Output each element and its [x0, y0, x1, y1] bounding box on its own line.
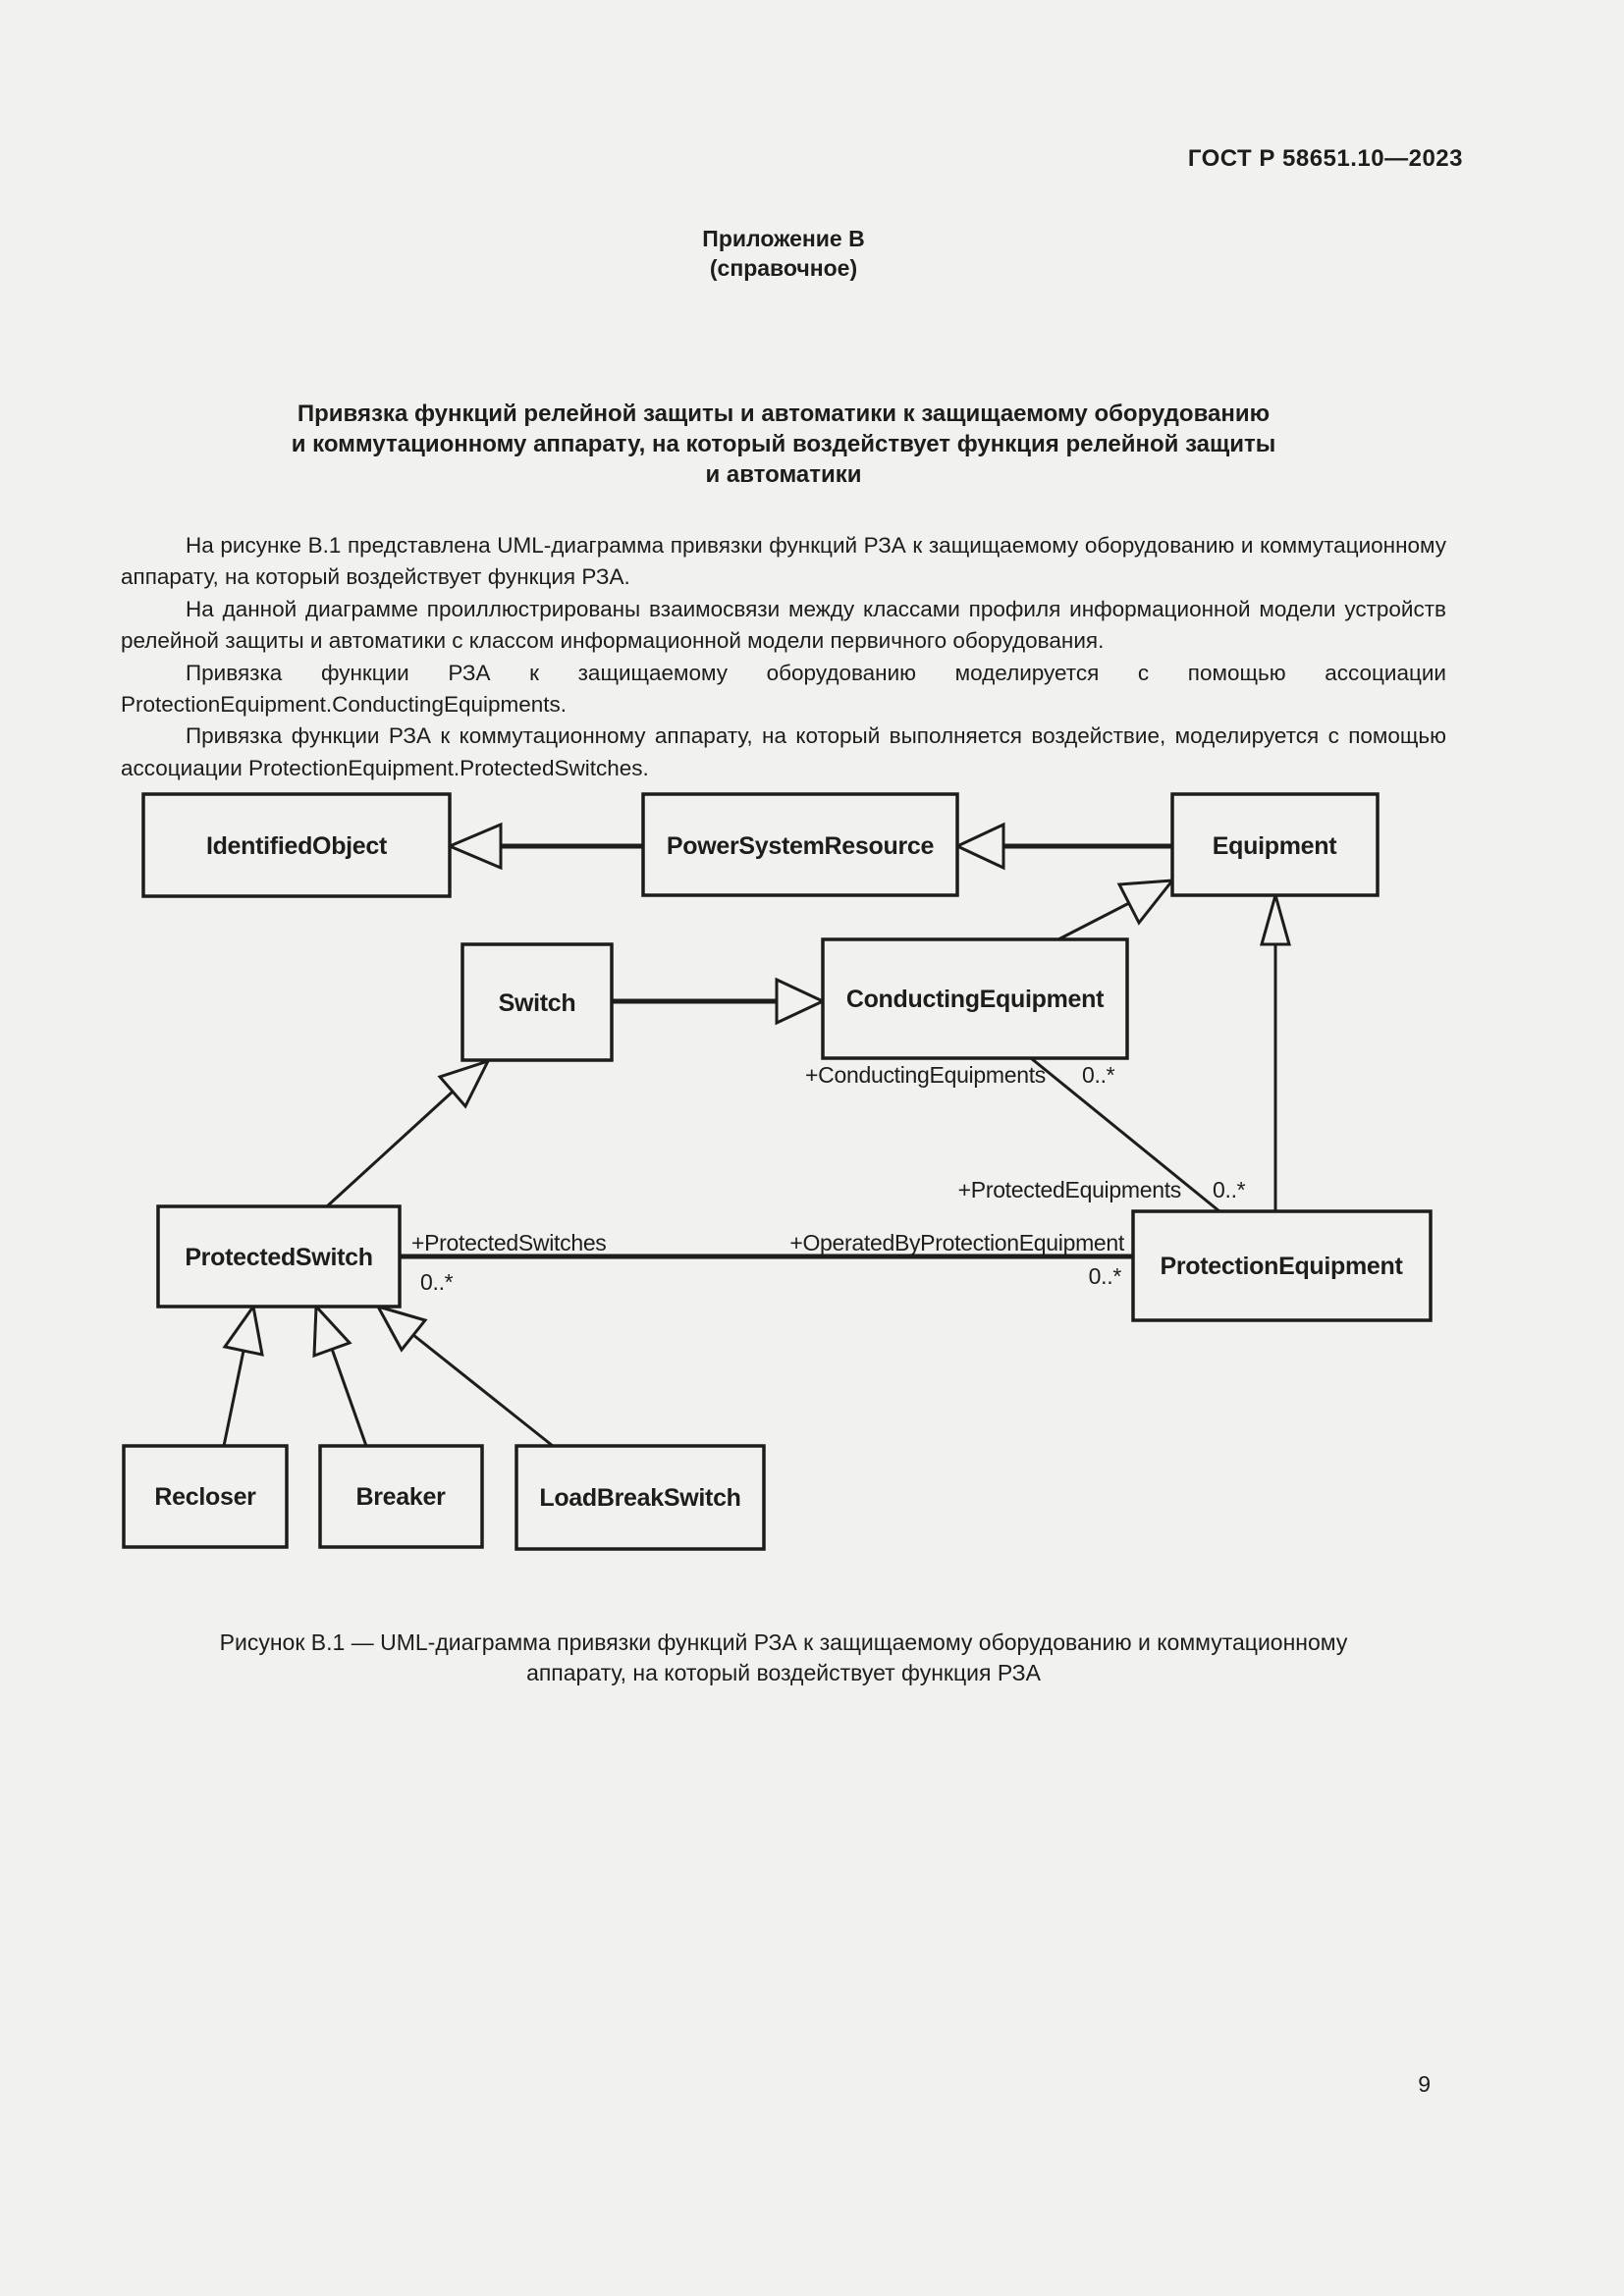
hollow-triangle-arrowhead — [437, 1058, 491, 1109]
uml-class-box — [821, 937, 1129, 1060]
generalization-line-loadbreakswitch-protectedswitch — [412, 1333, 554, 1448]
uml-class-label: ProtectedSwitch — [185, 1244, 372, 1271]
uml-class-box — [141, 792, 452, 898]
hollow-triangle-arrowhead — [374, 1304, 428, 1353]
annex-heading: Приложение В (справочное) — [121, 224, 1446, 283]
uml-class-label: PowerSystemResource — [667, 832, 935, 860]
uml-class-recloser: Recloser — [122, 1444, 289, 1549]
figure-caption-line: аппарату, на который воздействует функци… — [526, 1660, 1041, 1685]
generalization-line-breaker-protectedswitch — [330, 1348, 368, 1447]
uml-class-label: LoadBreakSwitch — [539, 1484, 740, 1512]
annex-subtitle: (справочное) — [709, 255, 858, 281]
generalization-line-recloser-protectedswitch — [222, 1350, 245, 1447]
uml-class-box — [122, 1444, 289, 1549]
association-role-label: +ProtectedEquipments — [958, 1177, 1181, 1202]
uml-class-label: Equipment — [1213, 832, 1337, 860]
hollow-triangle-arrowhead — [1260, 889, 1291, 946]
hollow-triangle-arrowhead — [1116, 879, 1176, 926]
association-role-label: +ConductingEquipments — [805, 1062, 1046, 1088]
association-multiplicity-label: 0..* — [1089, 1263, 1122, 1289]
section-title: Привязка функций релейной защиты и автом… — [121, 399, 1446, 490]
uml-class-box — [318, 1444, 484, 1549]
association-multiplicity-label: 0..* — [1213, 1177, 1246, 1202]
document-header: ГОСТ Р 58651.10—2023 — [1187, 145, 1463, 172]
hollow-triangle-arrowhead — [222, 1303, 264, 1357]
uml-class-box — [1170, 792, 1380, 897]
paragraph: Привязка функции РЗА к защищаемому обору… — [121, 660, 1446, 718]
hollow-triangle-arrowhead — [312, 1303, 352, 1359]
uml-class-box — [1131, 1209, 1433, 1322]
uml-class-protectionequipment: ProtectionEquipment — [1131, 1209, 1433, 1322]
uml-class-loadbreakswitch: LoadBreakSwitch — [514, 1444, 766, 1551]
uml-class-identifiedobject: IdentifiedObject — [141, 792, 452, 898]
uml-class-box — [460, 942, 614, 1062]
uml-class-box — [514, 1444, 766, 1551]
association-role-label: +ProtectedSwitches — [411, 1230, 607, 1255]
figure-caption-line: Рисунок В.1 — UML-диаграмма привязки фун… — [219, 1629, 1348, 1655]
uml-class-switch: Switch — [460, 942, 614, 1062]
uml-class-protectedswitch: ProtectedSwitch — [156, 1204, 402, 1308]
uml-class-box — [156, 1204, 402, 1308]
uml-class-label: ProtectionEquipment — [1160, 1253, 1403, 1280]
figure-caption: Рисунок В.1 — UML-диаграмма привязки фун… — [121, 1628, 1446, 1688]
hollow-triangle-arrowhead — [775, 977, 827, 1026]
paragraph: На данной диаграмме проиллюстрированы вз… — [121, 596, 1446, 654]
association-multiplicity-label: 0..* — [420, 1269, 454, 1295]
paragraph: На рисунке В.1 представлена UML-диаграмм… — [121, 533, 1446, 590]
association-role-label: +OperatedByProtectionEquipment — [789, 1230, 1125, 1255]
uml-class-label: Breaker — [355, 1483, 446, 1511]
body-text: На рисунке В.1 представлена UML-диаграмм… — [121, 530, 1446, 784]
section-title-line: Привязка функций релейной защиты и автом… — [297, 400, 1271, 427]
association-multiplicity-label: 0..* — [1082, 1062, 1115, 1088]
annex-title: Приложение В — [702, 226, 865, 251]
paragraph: Привязка функции РЗА к коммутационному а… — [121, 723, 1446, 780]
hollow-triangle-arrowhead — [446, 822, 503, 871]
generalization-line-conductingequipment-equipment — [1057, 901, 1130, 941]
section-title-line: и автоматики — [705, 461, 862, 488]
association-line-conductingequipment-protectionequipment — [1030, 1056, 1220, 1213]
uml-class-label: Recloser — [154, 1483, 256, 1511]
uml-class-conductingequipment: ConductingEquipment — [821, 937, 1129, 1060]
hollow-triangle-arrowhead — [953, 822, 1005, 871]
uml-class-breaker: Breaker — [318, 1444, 484, 1549]
uml-class-box — [641, 792, 959, 897]
uml-class-label: Switch — [499, 989, 576, 1017]
uml-class-label: IdentifiedObject — [206, 832, 388, 860]
uml-class-powersystemresource: PowerSystemResource — [641, 792, 959, 897]
uml-class-label: ConductingEquipment — [846, 986, 1105, 1013]
generalization-line-protectedswitch-switch — [325, 1090, 455, 1208]
uml-class-equipment: Equipment — [1170, 792, 1380, 897]
page-number: 9 — [1418, 2071, 1431, 2097]
section-title-line: и коммутационному аппарату, на который в… — [291, 431, 1276, 457]
